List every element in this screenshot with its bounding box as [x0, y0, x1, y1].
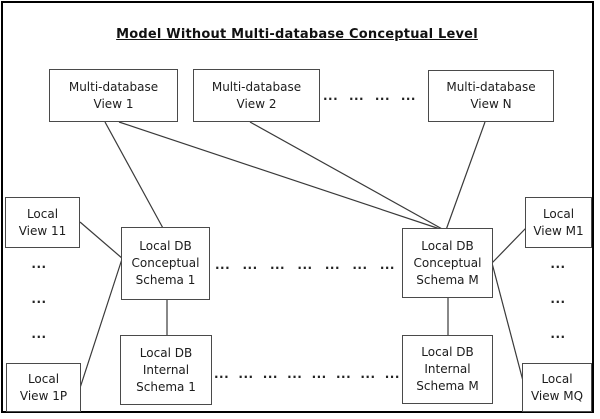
connector-conceptualM-to-viewmq: [491, 262, 524, 382]
ellipsis-group: ...: [311, 367, 327, 381]
box-label-line: Local: [27, 371, 60, 386]
box-label-line: View N: [470, 97, 512, 111]
box-label-line: Conceptual: [131, 256, 200, 270]
box-label-line: Multi-database: [446, 80, 536, 94]
box-multidatabase-view-2: Multi-database View 2: [193, 69, 320, 122]
box-multidatabase-view-1: Multi-database View 1: [49, 69, 178, 122]
ellipsis-group: ...: [550, 327, 566, 341]
connector-view1-to-conceptual1: [104, 121, 165, 231]
ellipsis-group: ...: [384, 367, 400, 381]
ellipsis-group: ...: [335, 367, 352, 381]
connector-conceptualM-to-viewm1: [491, 227, 527, 264]
ellipsis-group: ...: [324, 258, 341, 272]
ellipsis-group: ...: [550, 257, 566, 271]
box-label-line: Local DB: [421, 345, 474, 359]
ellipsis-group: ...: [297, 258, 313, 272]
ellipsis-column-local-views-1: ... ... ...: [31, 258, 47, 340]
ellipsis-row-top-views: ... ... ... ...: [323, 90, 416, 102]
connector-view2-to-conceptualM: [249, 121, 445, 231]
box-label-line: Local DB: [139, 345, 193, 360]
box-local-db-internal-schema-1: Local DB Internal Schema 1: [120, 335, 212, 405]
box-label-line: Local DB: [139, 239, 192, 253]
connector-view1-to-conceptualM: [118, 121, 444, 231]
ellipsis-group: ...: [360, 367, 376, 381]
ellipsis-row-internal-schemas: ... ... ... ... ... ... ... ...: [214, 368, 400, 380]
box-local-view-1p: Local View 1P: [6, 363, 81, 412]
box-local-db-conceptual-schema-1: Local DB Conceptual Schema 1: [121, 227, 210, 300]
ellipsis-group: ...: [348, 89, 365, 103]
ellipsis-group: ...: [214, 367, 230, 381]
box-multidatabase-view-n: Multi-database View N: [428, 70, 554, 122]
ellipsis-group: ...: [400, 89, 416, 103]
box-local-db-internal-schema-m: Local DB Internal Schema M: [402, 335, 493, 404]
ellipsis-group: ...: [215, 258, 231, 272]
ellipsis-group: ...: [323, 89, 339, 103]
ellipsis-group: ...: [238, 367, 254, 381]
box-label-line: Local: [541, 371, 573, 386]
box-label-line: Conceptual: [413, 255, 482, 270]
box-label-line: View 1: [93, 96, 134, 111]
connector-conceptual1-to-view1p: [79, 258, 123, 389]
box-local-view-mq: Local View MQ: [522, 363, 592, 412]
box-label-line: Schema 1: [135, 273, 196, 287]
ellipsis-group: ...: [269, 258, 286, 272]
box-label-line: View MQ: [530, 388, 584, 403]
diagram-title: Model Without Multi-database Conceptual …: [116, 27, 478, 42]
box-label-line: View 11: [18, 223, 67, 238]
box-label-line: Internal: [142, 362, 190, 377]
box-local-view-11: Local View 11: [5, 197, 80, 248]
box-label-line: Schema 1: [136, 379, 196, 394]
box-label-line: Schema M: [416, 272, 479, 287]
ellipsis-row-conceptual-schemas: ... ... ... ... ... ... ...: [215, 259, 395, 271]
ellipsis-group: ...: [550, 292, 566, 306]
ellipsis-group: ...: [262, 367, 278, 381]
ellipsis-group: ...: [242, 258, 258, 272]
box-local-view-m1: Local View M1: [525, 197, 592, 248]
ellipsis-group: ...: [31, 327, 47, 341]
ellipsis-group: ...: [379, 258, 395, 272]
box-label-line: Local: [26, 206, 59, 221]
ellipsis-group: ...: [374, 89, 391, 103]
box-label-line: Multi-database: [68, 79, 159, 94]
box-label-line: View 1P: [19, 388, 68, 403]
ellipsis-group: ...: [31, 257, 47, 271]
box-label-line: Schema M: [416, 379, 479, 393]
box-label-line: Local: [542, 206, 575, 221]
box-label-line: Internal: [424, 362, 471, 376]
box-label-line: View M1: [533, 223, 584, 238]
box-label-line: View 2: [236, 96, 277, 111]
connector-view11-to-conceptual1: [79, 221, 124, 260]
ellipsis-column-local-views-m: ... ... ...: [550, 258, 566, 340]
ellipsis-group: ...: [352, 258, 368, 272]
box-local-db-conceptual-schema-m: Local DB Conceptual Schema M: [402, 228, 493, 298]
box-label-line: Multi-database: [211, 79, 302, 94]
ellipsis-group: ...: [287, 367, 303, 381]
connector-viewN-to-conceptualM: [445, 121, 486, 231]
ellipsis-group: ...: [31, 292, 47, 306]
box-label-line: Local DB: [421, 238, 474, 253]
